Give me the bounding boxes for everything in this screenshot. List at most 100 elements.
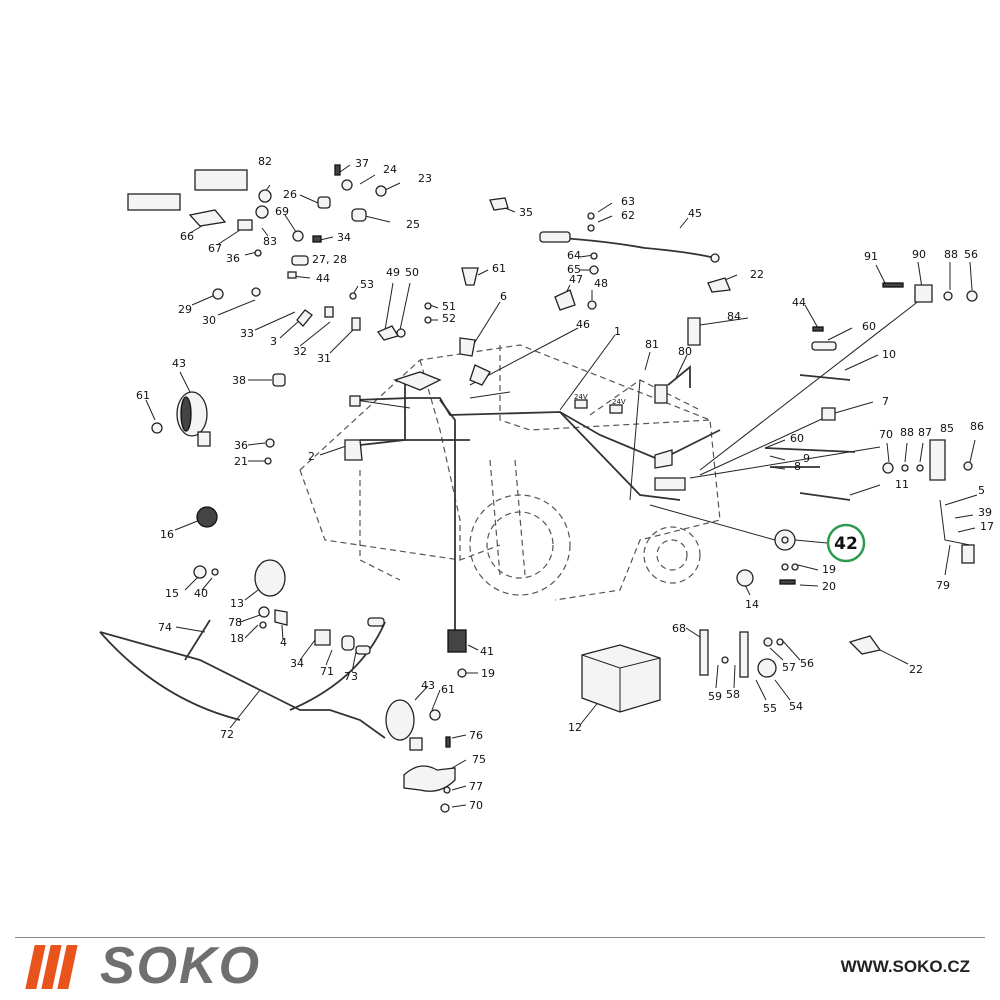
callout-60b: 60 bbox=[790, 432, 804, 445]
callout-41: 41 bbox=[480, 645, 494, 658]
callout-5: 5 bbox=[978, 484, 985, 497]
callout-69: 69 bbox=[275, 205, 289, 218]
callout-13: 13 bbox=[230, 597, 244, 610]
callout-83: 83 bbox=[263, 235, 277, 248]
callout-10: 10 bbox=[882, 348, 896, 361]
callout-18: 18 bbox=[230, 632, 244, 645]
callout-53: 53 bbox=[360, 278, 374, 291]
callout-38: 38 bbox=[232, 374, 246, 387]
callout-26: 26 bbox=[283, 188, 297, 201]
callout-61: 61 bbox=[492, 262, 506, 275]
callout-49: 49 bbox=[386, 266, 400, 279]
callout-36: 36 bbox=[226, 252, 240, 265]
battery-label: 24V bbox=[612, 398, 626, 406]
callout-67: 67 bbox=[208, 242, 222, 255]
battery-label: 24V bbox=[574, 393, 588, 401]
callout-62: 62 bbox=[621, 209, 635, 222]
callout-52: 52 bbox=[442, 312, 456, 325]
callout-6: 6 bbox=[500, 290, 507, 303]
callout-44b: 44 bbox=[792, 296, 806, 309]
callout-22b: 22 bbox=[909, 663, 923, 676]
website-url[interactable]: WWW.SOKO.CZ bbox=[840, 957, 970, 976]
callout-15: 15 bbox=[165, 587, 179, 600]
callout-20: 20 bbox=[822, 580, 836, 593]
callout-25: 25 bbox=[406, 218, 420, 231]
callout-19: 19 bbox=[822, 563, 836, 576]
callout-33: 33 bbox=[240, 327, 254, 340]
callout-34: 34 bbox=[337, 231, 351, 244]
callout-54: 54 bbox=[789, 700, 803, 713]
callout-70b: 70 bbox=[469, 799, 483, 812]
callout-91: 91 bbox=[864, 250, 878, 263]
callout-16: 16 bbox=[160, 528, 174, 541]
callout-68: 68 bbox=[672, 622, 686, 635]
tractor-outline bbox=[299, 344, 721, 601]
callout-61c: 61 bbox=[441, 683, 455, 696]
callout-76: 76 bbox=[469, 729, 483, 742]
callout-37: 37 bbox=[355, 157, 369, 170]
callout-19b: 19 bbox=[481, 667, 495, 680]
callout-35: 35 bbox=[519, 206, 533, 219]
callout-78: 78 bbox=[228, 616, 242, 629]
soko-logo-icon bbox=[25, 945, 80, 989]
callout-82: 82 bbox=[258, 155, 272, 168]
callout-24: 24 bbox=[383, 163, 397, 176]
callout-65: 65 bbox=[567, 263, 581, 276]
highlight-ring bbox=[826, 523, 866, 563]
callout-3: 3 bbox=[270, 335, 277, 348]
callout-57: 57 bbox=[782, 661, 796, 674]
callout-90: 90 bbox=[912, 248, 926, 261]
callout-21: 21 bbox=[234, 455, 248, 468]
callout-80: 80 bbox=[678, 345, 692, 358]
callout-70: 70 bbox=[879, 428, 893, 441]
callout-31: 31 bbox=[317, 352, 331, 365]
parts bbox=[99, 164, 978, 813]
callout-23: 23 bbox=[418, 172, 432, 185]
callout-88: 88 bbox=[944, 248, 958, 261]
callout-86: 86 bbox=[970, 420, 984, 433]
callout-45: 45 bbox=[688, 207, 702, 220]
callout-50: 50 bbox=[405, 266, 419, 279]
callout-11: 11 bbox=[895, 478, 909, 491]
callout-88b: 88 bbox=[900, 426, 914, 439]
callout-9: 9 bbox=[803, 452, 810, 465]
callout-12: 12 bbox=[568, 721, 582, 734]
callout-labels: 82 37 24 23 26 69 34 25 66 67 83 36 27, … bbox=[136, 155, 994, 812]
callout-55: 55 bbox=[763, 702, 777, 715]
footer-divider bbox=[15, 937, 985, 938]
callout-36b: 36 bbox=[234, 439, 248, 452]
callout-22: 22 bbox=[750, 268, 764, 281]
callout-51: 51 bbox=[442, 300, 456, 313]
callout-81: 81 bbox=[645, 338, 659, 351]
callout-58: 58 bbox=[726, 688, 740, 701]
callout-72: 72 bbox=[220, 728, 234, 741]
callout-47: 47 bbox=[569, 273, 583, 286]
callout-48: 48 bbox=[594, 277, 608, 290]
callout-64: 64 bbox=[567, 249, 581, 262]
callout-2: 2 bbox=[308, 450, 315, 463]
callout-84: 84 bbox=[727, 310, 741, 323]
callout-61b: 61 bbox=[136, 389, 150, 402]
callout-87: 87 bbox=[918, 426, 932, 439]
callout-1: 1 bbox=[614, 325, 621, 338]
callout-77: 77 bbox=[469, 780, 483, 793]
callout-46: 46 bbox=[576, 318, 590, 331]
brand-name: SOKO bbox=[100, 937, 262, 995]
callout-29: 29 bbox=[178, 303, 192, 316]
callout-44: 44 bbox=[316, 272, 330, 285]
callout-43b: 43 bbox=[421, 679, 435, 692]
callout-74: 74 bbox=[158, 621, 172, 634]
highlighted-callout-42[interactable]: 42 bbox=[826, 523, 866, 563]
callout-63: 63 bbox=[621, 195, 635, 208]
callout-60: 60 bbox=[862, 320, 876, 333]
callout-56b: 56 bbox=[800, 657, 814, 670]
callout-27-28: 27, 28 bbox=[312, 253, 347, 266]
callout-32: 32 bbox=[293, 345, 307, 358]
callout-39: 39 bbox=[978, 506, 992, 519]
callout-66: 66 bbox=[180, 230, 194, 243]
callout-43: 43 bbox=[172, 357, 186, 370]
callout-75: 75 bbox=[472, 753, 486, 766]
callout-30: 30 bbox=[202, 314, 216, 327]
callout-79: 79 bbox=[936, 579, 950, 592]
